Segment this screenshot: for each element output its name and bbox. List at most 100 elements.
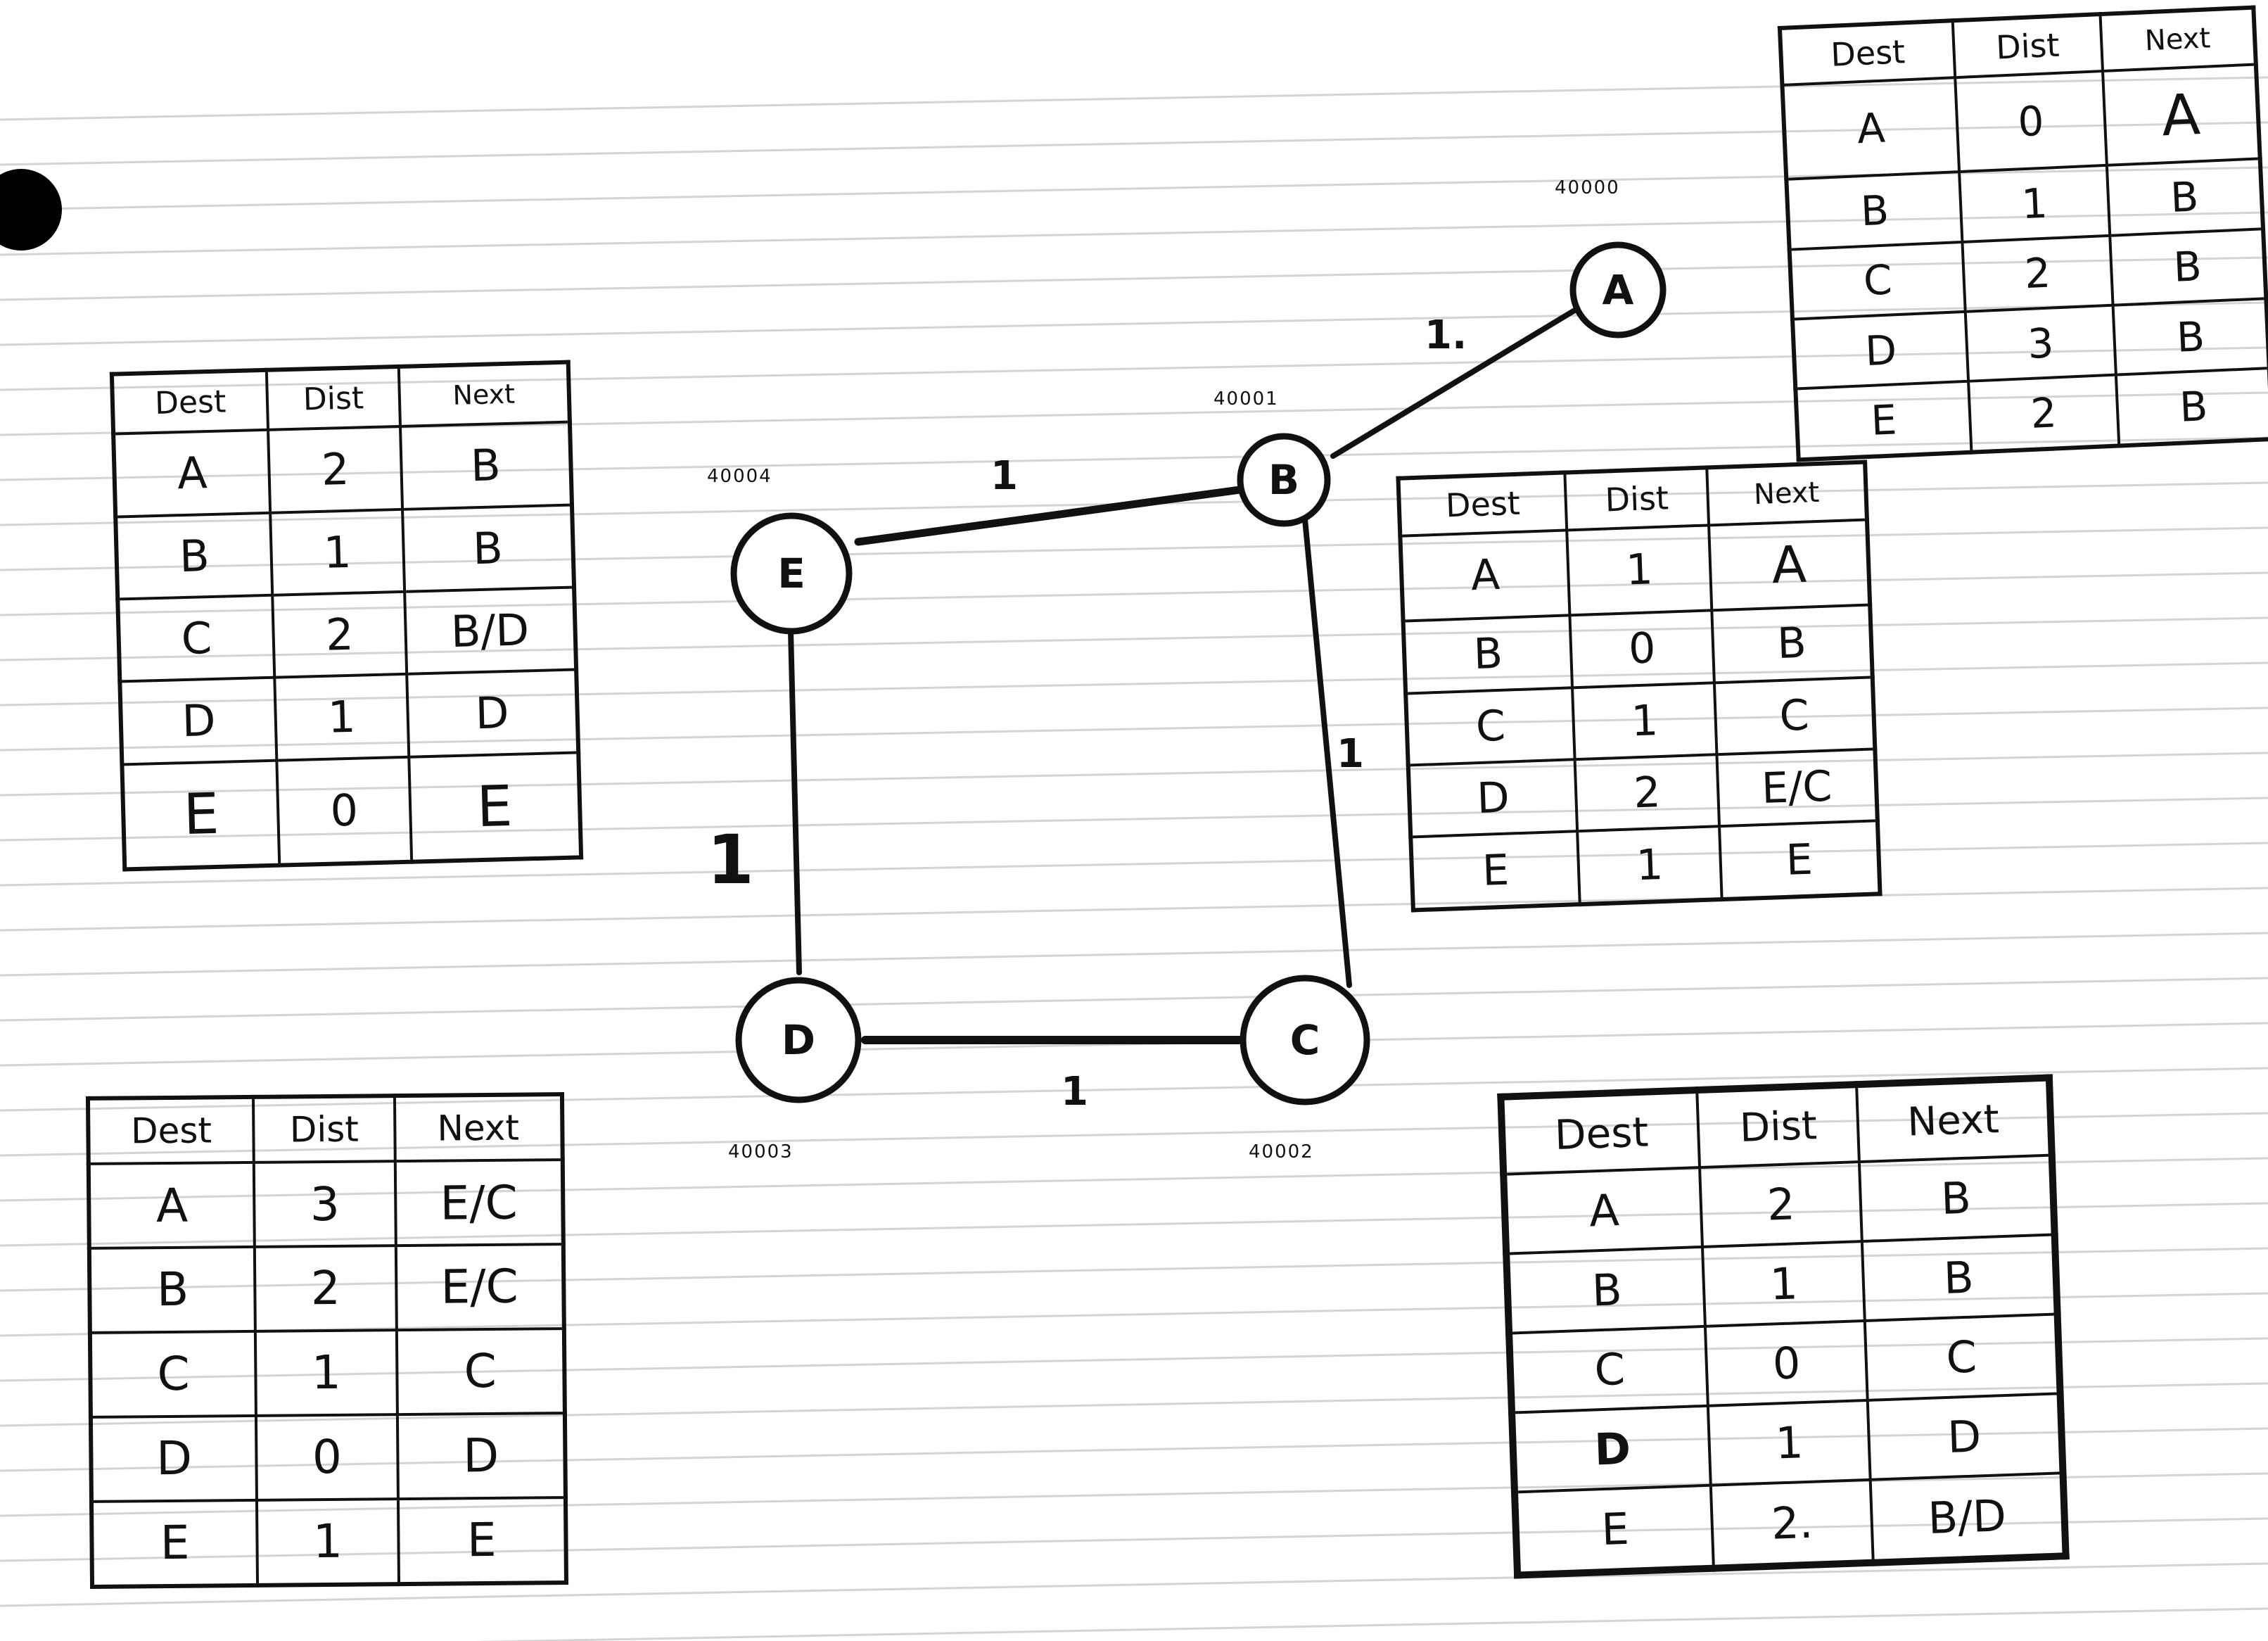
- ruled-line: [0, 932, 2268, 977]
- cell-dist: 2: [255, 1246, 397, 1331]
- svg-text:A: A: [1603, 266, 1634, 314]
- header-dist: Dist: [1565, 467, 1709, 531]
- cell-next: D: [407, 669, 579, 757]
- ruled-line: [472, 1607, 2268, 1641]
- cell-next: E: [1719, 820, 1880, 900]
- port-label-b: 40001: [1213, 388, 1279, 410]
- table-row: E 1 E: [91, 1497, 567, 1587]
- edge-cost-e-b: 1: [990, 453, 1018, 499]
- cell-dest: A: [1400, 530, 1570, 621]
- cell-dist: 1: [270, 509, 404, 595]
- table-row: D 0 D: [90, 1412, 566, 1502]
- ruled-line: [0, 1382, 2268, 1427]
- port-label-a: 40000: [1555, 177, 1620, 198]
- edge-a-b: [1330, 307, 1579, 459]
- ruled-line: [0, 76, 2268, 121]
- header-dest: Dest: [87, 1096, 255, 1165]
- svg-text:D: D: [782, 1016, 815, 1064]
- node-c: C: [1240, 975, 1370, 1105]
- cell-dest: C: [117, 595, 275, 682]
- cell-dest: B: [1786, 172, 1963, 250]
- ruled-line: [0, 1202, 2268, 1247]
- cell-dist: 2: [272, 591, 407, 678]
- edge-b-c: [1302, 517, 1352, 988]
- ruled-lines: [0, 76, 2268, 1641]
- cell-dist: 2.: [1711, 1480, 1873, 1569]
- header-next: Next: [1856, 1077, 2052, 1162]
- cell-dist: 2: [268, 426, 402, 513]
- ruled-line: [0, 1067, 2268, 1112]
- cell-dest: A: [113, 430, 271, 517]
- cell-dest: E: [1795, 381, 1972, 460]
- cell-dist: 0: [276, 756, 412, 866]
- cell-dist: 0: [1569, 610, 1714, 688]
- cell-next: B: [1862, 1234, 2058, 1322]
- svg-text:E: E: [777, 550, 805, 597]
- edge-e-d: [788, 628, 802, 975]
- cell-dest: E: [91, 1500, 258, 1587]
- cell-next: C: [1714, 677, 1875, 755]
- ruled-line: [0, 301, 2268, 346]
- ruled-line: [0, 256, 2268, 301]
- cell-dist: 3: [1965, 305, 2116, 382]
- ruled-line: [0, 616, 2268, 661]
- table-row: B 2 E/C: [89, 1244, 564, 1333]
- node-b: B: [1237, 433, 1331, 527]
- ruled-line: [0, 977, 2268, 1022]
- cell-dist: 1: [255, 1330, 397, 1416]
- cell-dest: B: [1403, 615, 1573, 694]
- ruled-line: [0, 1337, 2268, 1382]
- header-next: Next: [398, 362, 570, 427]
- port-label-c: 40002: [1249, 1141, 1314, 1162]
- cell-dest: D: [1512, 1406, 1712, 1493]
- header-dest: Dest: [1779, 20, 1956, 86]
- routing-table-c: Dest Dist Next A 2 B B 1 B C 0 C D 1 D E…: [1497, 1074, 2070, 1579]
- cell-dist: 1: [1702, 1241, 1865, 1327]
- ruled-line: [0, 436, 2268, 481]
- ruled-line: [0, 887, 2268, 932]
- cell-dest: B: [89, 1246, 256, 1333]
- cell-dest: C: [1509, 1326, 1709, 1413]
- cell-next: E/C: [395, 1160, 563, 1246]
- cell-next: E: [397, 1497, 567, 1585]
- header-next: Next: [2100, 7, 2256, 72]
- cell-dest: B: [1506, 1247, 1706, 1333]
- header-dist: Dist: [1952, 14, 2103, 78]
- node-d: D: [735, 977, 862, 1103]
- ruled-line: [0, 391, 2268, 436]
- header-dest: Dest: [1501, 1090, 1700, 1174]
- cell-next: A: [2102, 64, 2260, 166]
- ruled-line: [0, 1562, 2268, 1607]
- table-row: E 0 E: [122, 752, 582, 870]
- cell-dest: D: [1408, 759, 1578, 837]
- header-next: Next: [394, 1094, 563, 1162]
- node-port-labels: 40000 40001 40002 40003 40004: [707, 177, 1620, 1162]
- edge-cost-a-b: 1.: [1425, 312, 1467, 358]
- header-dist: Dist: [267, 366, 400, 431]
- ruled-line: [0, 1427, 2268, 1472]
- cell-next: C: [396, 1328, 565, 1414]
- ruled-line: [0, 1157, 2268, 1202]
- table-row: A 3 E/C: [88, 1160, 563, 1249]
- cell-dist: 1: [1577, 826, 1722, 905]
- cell-next: B: [2106, 158, 2264, 236]
- cell-next: B: [2115, 368, 2268, 446]
- cell-next: B: [400, 422, 572, 509]
- cell-dest: D: [90, 1415, 257, 1502]
- cell-next: A: [1709, 519, 1871, 611]
- edge-cost-labels: 1. 1 1 1 1: [707, 312, 1467, 1115]
- node-e: E: [730, 512, 853, 635]
- table-header-row: Dest Dist Next: [87, 1094, 563, 1165]
- cell-next: E/C: [1716, 749, 1878, 827]
- routing-table-a: Dest Dist Next A 0 A B 1 B C 2 B D 3 B E…: [1777, 5, 2268, 462]
- cell-next: D: [397, 1412, 566, 1499]
- cell-dest: E: [1410, 831, 1580, 911]
- header-dist: Dist: [1697, 1084, 1860, 1168]
- cell-dist: 2: [1962, 235, 2113, 312]
- cell-dist: 2: [1700, 1162, 1863, 1248]
- table-row: B 1 B: [115, 505, 575, 600]
- header-dest: Dest: [111, 369, 269, 434]
- cell-dist: 2: [1968, 374, 2119, 452]
- graph-nodes: A B C D E: [730, 241, 1667, 1105]
